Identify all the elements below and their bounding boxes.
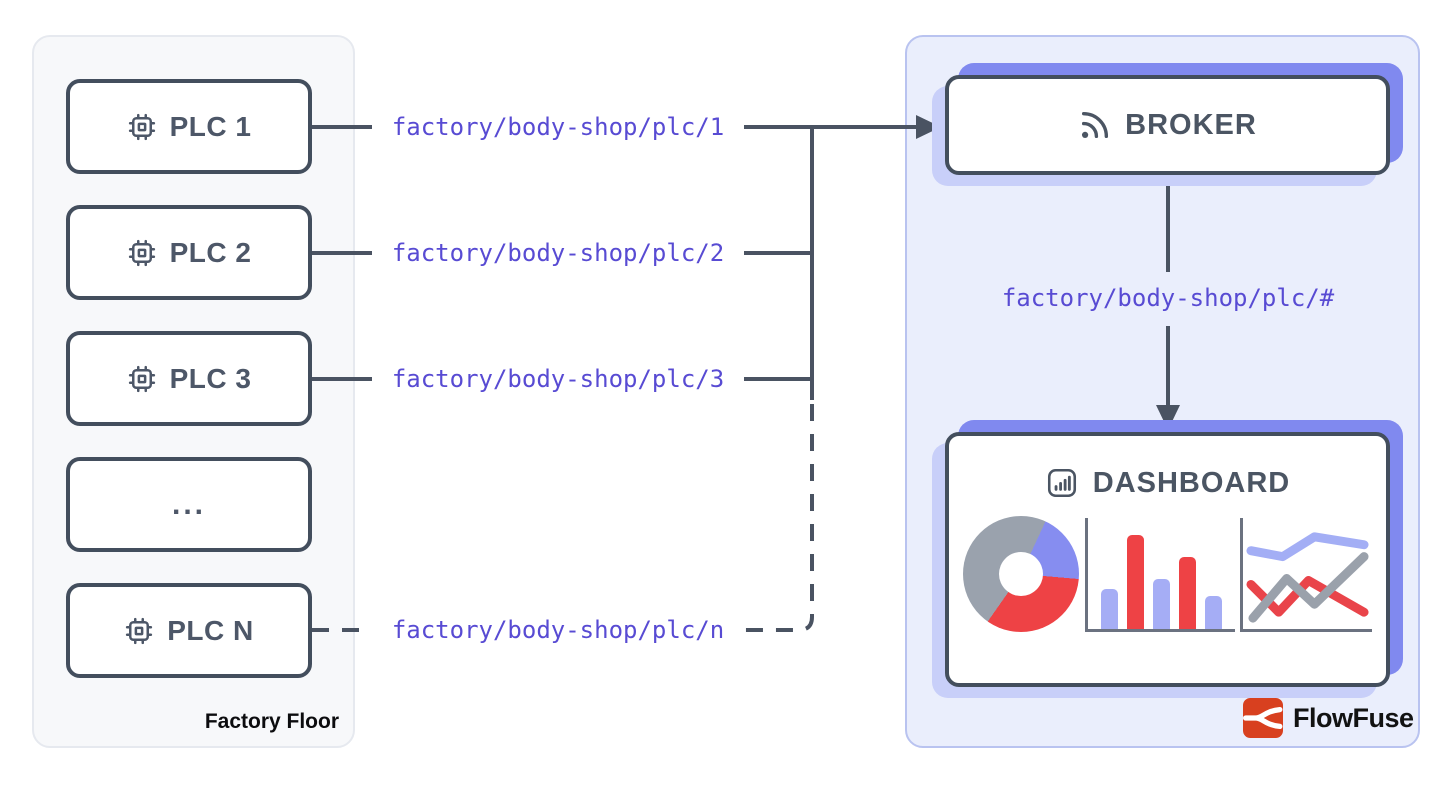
topic-label-plc-3: factory/body-shop/plc/3 [391, 365, 725, 393]
broker-box: BROKER [945, 75, 1390, 175]
cpu-chip-icon [124, 616, 154, 646]
brand-name: FlowFuse [1293, 702, 1414, 733]
plc-ellipsis-label: ... [171, 487, 206, 521]
cpu-chip-icon [127, 364, 157, 394]
plc-2-box: PLC 2 [66, 205, 312, 300]
line-chart-svg [1246, 532, 1369, 623]
bar [1204, 595, 1222, 629]
broker-label: BROKER [1125, 108, 1257, 141]
donut-chart [963, 516, 1079, 632]
dashboard-charts-row [949, 516, 1386, 632]
topic-label-wildcard: factory/body-shop/plc/# [1001, 284, 1335, 312]
rss-broadcast-icon [1078, 108, 1112, 142]
plc-3-box: PLC 3 [66, 331, 312, 426]
plc-2-label: PLC 2 [169, 236, 252, 268]
plc-ellipsis-box: ... [66, 457, 312, 552]
brand-lockup: FlowFuse [1243, 698, 1414, 738]
plc-1-box: PLC 1 [66, 79, 312, 174]
plc-1-label: PLC 1 [169, 110, 252, 142]
topic-label-plc-n: factory/body-shop/plc/n [391, 616, 725, 644]
dashboard-box: DASHBOARD [945, 432, 1390, 687]
bar-chart-icon [1045, 466, 1079, 500]
bar [1178, 556, 1196, 629]
bar-chart [1084, 518, 1235, 632]
dashboard-label: DASHBOARD [1092, 466, 1291, 499]
plc-3-label: PLC 3 [169, 362, 252, 394]
topic-label-plc-2: factory/body-shop/plc/2 [391, 239, 725, 267]
cpu-chip-icon [127, 238, 157, 268]
line-series-gray [1248, 552, 1369, 623]
cpu-chip-icon [127, 112, 157, 142]
flowfuse-logo-icon [1243, 698, 1283, 738]
line-series-periwinkle [1246, 532, 1369, 562]
bar [1126, 534, 1144, 629]
line-chart [1240, 518, 1372, 632]
wire-trunk-dashed [744, 404, 814, 632]
plc-n-box: PLC N [66, 583, 312, 678]
bar [1100, 589, 1118, 629]
bar [1152, 579, 1170, 629]
topic-label-plc-1: factory/body-shop/plc/1 [391, 113, 725, 141]
dashboard-header: DASHBOARD [1045, 466, 1291, 500]
plc-n-label: PLC N [167, 614, 254, 646]
